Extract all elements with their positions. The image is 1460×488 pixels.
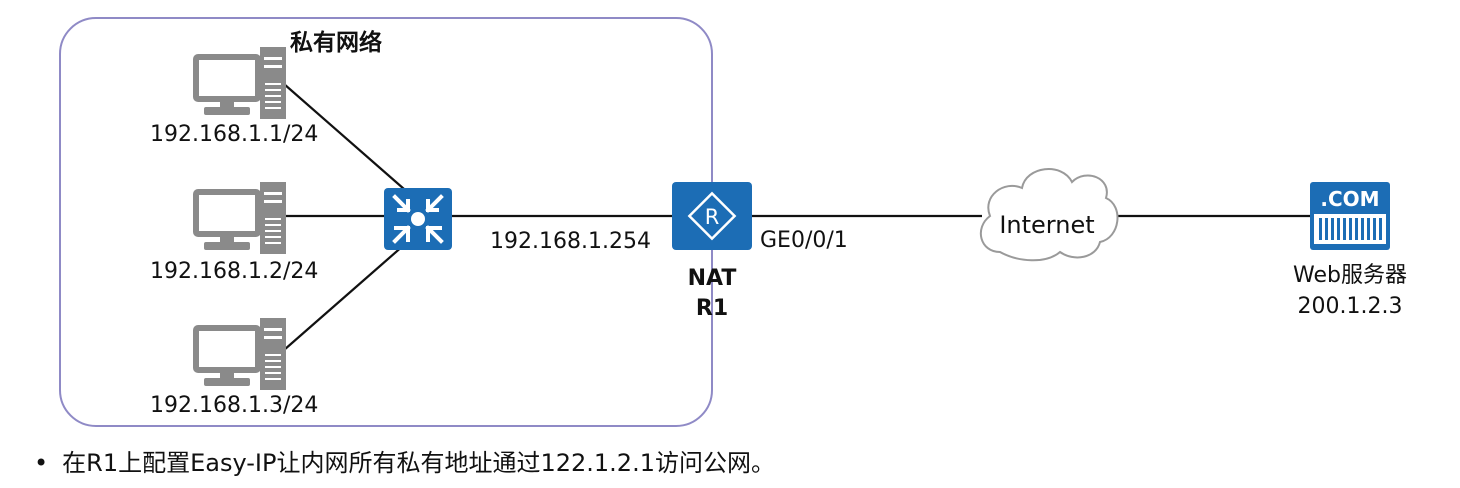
pc-icon[interactable] (196, 182, 286, 254)
router-outside-interface-label: GE0/0/1 (760, 228, 848, 253)
switch-icon[interactable] (384, 188, 452, 250)
router-icon-letter: R (705, 205, 720, 229)
server-ip-label: 200.1.2.3 (1297, 294, 1403, 319)
config-note-text: 在R1上配置Easy-IP让内网所有私有地址通过122.1.2.1访问公网。 (62, 449, 775, 477)
server-badge-text: .COM (1320, 187, 1379, 211)
router-icon[interactable]: R (672, 182, 752, 250)
host-3-ip-label: 192.168.1.3/24 (150, 393, 319, 418)
link-host1-switch (283, 83, 413, 197)
pc-icon[interactable] (196, 47, 286, 119)
private-network-title: 私有网络 (290, 30, 382, 56)
links (283, 83, 1310, 351)
internet-label: Internet (999, 211, 1095, 239)
router-name-label: R1 (695, 296, 729, 321)
internet-cloud-icon[interactable] (980, 168, 1119, 262)
web-server-icon[interactable]: .COM (1310, 182, 1390, 250)
host-1-ip-label: 192.168.1.1/24 (150, 122, 319, 147)
host-2-ip-label: 192.168.1.2/24 (150, 259, 319, 284)
router-role-label: NAT (687, 266, 737, 291)
router-inside-ip-label: 192.168.1.254 (490, 229, 651, 254)
server-name-label: Web服务器 (1293, 263, 1407, 288)
config-note: • 在R1上配置Easy-IP让内网所有私有地址通过122.1.2.1访问公网。 (34, 448, 775, 478)
bullet-marker: • (34, 449, 49, 477)
link-host3-switch (283, 237, 413, 351)
pc-icon[interactable] (196, 318, 286, 390)
